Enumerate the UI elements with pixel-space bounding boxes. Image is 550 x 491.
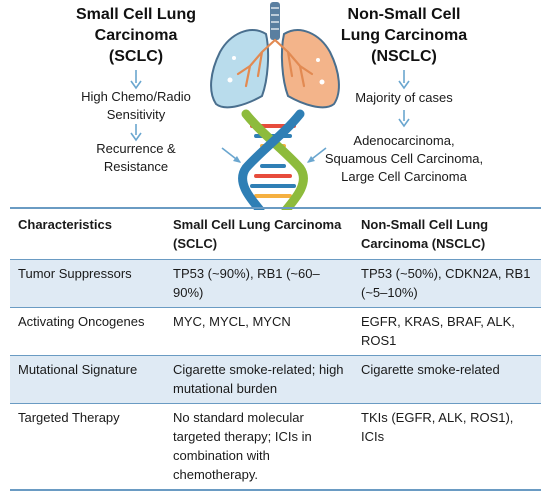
nsclc-cell: EGFR, KRAS, BRAF, ALK, ROS1 bbox=[353, 307, 541, 356]
flow-arrow bbox=[398, 110, 410, 128]
nsclc-flow-step-1: Majority of cases bbox=[355, 90, 453, 105]
table-row: Targeted Therapy No standard molecular t… bbox=[10, 403, 541, 490]
nsclc-flow-step-2: Adenocarcinoma, Squamous Cell Carcinoma,… bbox=[324, 133, 484, 184]
flow-arrow bbox=[130, 124, 142, 142]
table-header-row: Characteristics Small Cell Lung Carcinom… bbox=[10, 208, 541, 260]
sclc-cell: TP53 (~90%), RB1 (~60–90%) bbox=[165, 259, 353, 308]
illustration bbox=[130, 2, 410, 210]
table-row: Tumor Suppressors TP53 (~90%), RB1 (~60–… bbox=[10, 259, 541, 308]
left-side-arrow bbox=[221, 147, 241, 163]
table-row: Activating Oncogenes MYC, MYCL, MYCN EGF… bbox=[10, 307, 541, 356]
right-side-arrow bbox=[307, 147, 327, 163]
header-characteristics: Characteristics bbox=[18, 217, 112, 232]
lungs-icon bbox=[210, 2, 340, 109]
flow-arrow bbox=[130, 70, 142, 90]
nsclc-cell: Cigarette smoke-related bbox=[353, 355, 541, 404]
row-label: Activating Oncogenes bbox=[10, 307, 165, 356]
flow-arrow bbox=[398, 70, 410, 90]
nsclc-cell: TP53 (~50%), CDKN2A, RB1 (~5–10%) bbox=[353, 259, 541, 308]
header-sclc: Small Cell Lung Carcinoma (SCLC) bbox=[173, 217, 342, 251]
sclc-cell: No standard molecular targeted therapy; … bbox=[165, 403, 353, 490]
sclc-cell: MYC, MYCL, MYCN bbox=[165, 307, 353, 356]
sclc-flow-step-1: High Chemo/Radio Sensitivity bbox=[81, 89, 191, 122]
row-label: Mutational Signature bbox=[10, 355, 165, 404]
comparison-table: Characteristics Small Cell Lung Carcinom… bbox=[10, 207, 541, 491]
nsclc-title: Non-Small Cell Lung Carcinoma (NSCLC) bbox=[340, 6, 468, 65]
dna-helix-icon bbox=[238, 109, 308, 210]
sclc-flow-step-2: Recurrence & Resistance bbox=[96, 141, 176, 174]
table-row: Mutational Signature Cigarette smoke-rel… bbox=[10, 355, 541, 404]
sclc-cell: Cigarette smoke-related; high mutational… bbox=[165, 355, 353, 404]
row-label: Targeted Therapy bbox=[10, 403, 165, 490]
header-nsclc: Non-Small Cell Lung Carcinoma (NSCLC) bbox=[361, 217, 489, 251]
sclc-title: Small Cell Lung Carcinoma (SCLC) bbox=[75, 6, 196, 65]
row-label: Tumor Suppressors bbox=[10, 259, 165, 308]
nsclc-cell: TKIs (EGFR, ALK, ROS1), ICIs bbox=[353, 403, 541, 490]
